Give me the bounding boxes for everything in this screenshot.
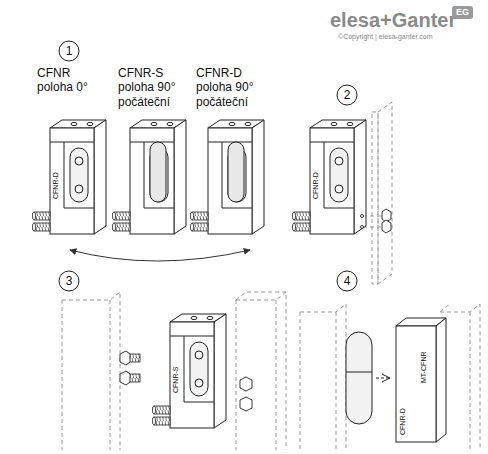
- part-marking: CFNR-S: [172, 366, 179, 394]
- part-marking: CFNR-D: [312, 171, 319, 200]
- callout-circle: 1: [58, 40, 80, 62]
- variant-heading: CFNR-S poloha 90° počáteční: [118, 66, 192, 109]
- callout-circle: 2: [336, 84, 358, 106]
- brand-logo: elesa+Ganter: [330, 8, 456, 32]
- part-marking: CFNR-D: [399, 407, 406, 436]
- callout-number: 1: [66, 45, 73, 57]
- callout-circle: 3: [58, 270, 80, 292]
- copyright-note: ©Copyright | elesa-ganter.com: [338, 33, 433, 41]
- part-marking: MT-CFNR: [420, 351, 427, 385]
- variant-heading: CFNR-D poloha 90° počáteční: [196, 66, 270, 109]
- callout-number: 4: [344, 275, 351, 287]
- variant-heading: CFNR poloha 0°: [37, 66, 99, 95]
- callout-circle: 4: [336, 270, 358, 292]
- callout-number: 2: [344, 89, 351, 101]
- part-marking: CFNR-D: [52, 171, 59, 200]
- brand-badge: EG: [452, 6, 473, 19]
- callout-number: 3: [66, 275, 73, 287]
